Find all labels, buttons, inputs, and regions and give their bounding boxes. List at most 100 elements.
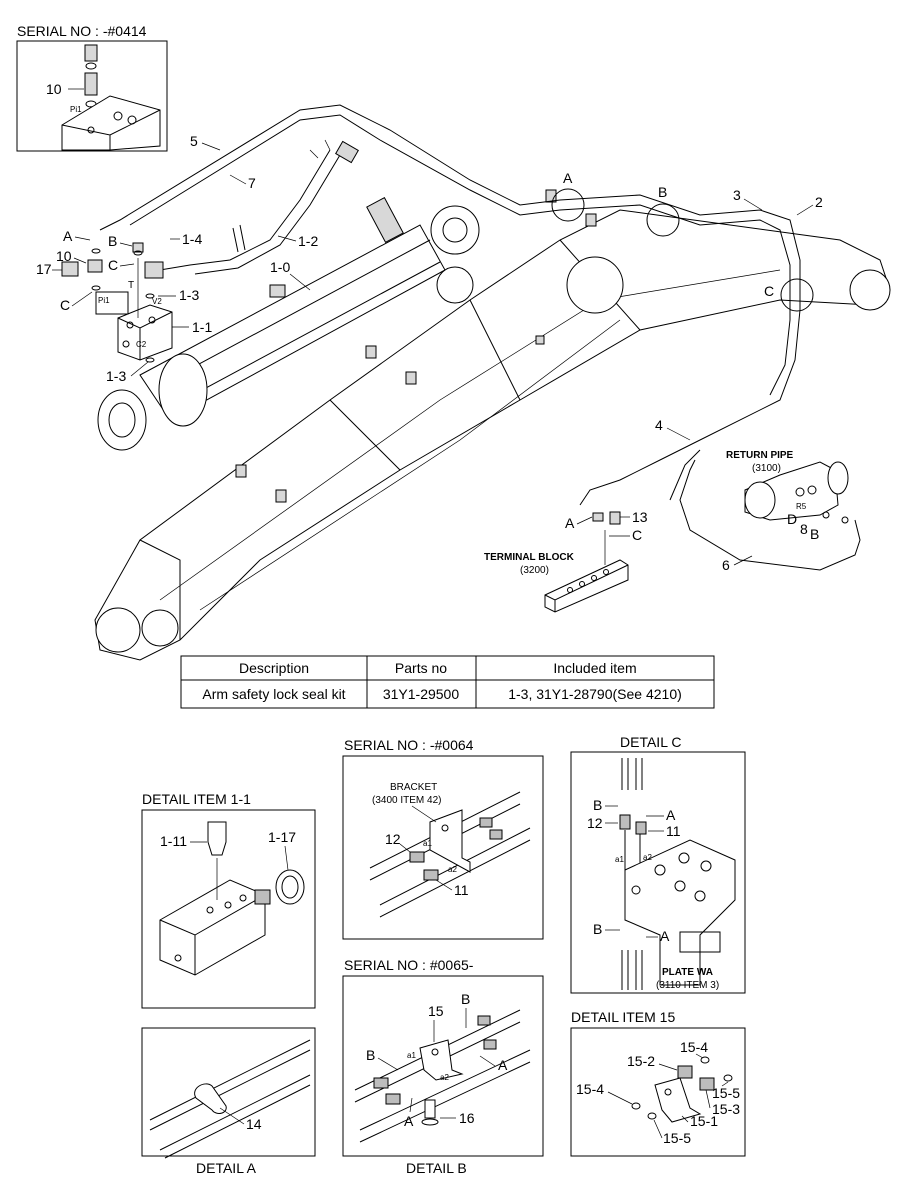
detail-item-1-1-header: DETAIL ITEM 1-1 (142, 791, 251, 807)
label-1-1: 1-1 (192, 319, 212, 335)
serial-0065-label-a1: a1 (407, 1051, 416, 1060)
pipe-7 (129, 114, 791, 396)
serial-0065-label-b-top: B (461, 991, 470, 1007)
detail-a: 14 DETAIL A (141, 1027, 316, 1176)
boom-outline (94, 209, 891, 661)
bracket-15 (419, 1039, 464, 1081)
part-1-17-ring (275, 869, 305, 905)
main-labels: 5 7 1-2 1-0 1-4 1-3 1-1 1-3 A B C C 10 1… (36, 133, 823, 576)
detail-item-15: DETAIL ITEM 15 15-4 15-2 15-4 15-5 15-3 … (570, 1009, 746, 1157)
detail-15-label-15-2: 15-2 (627, 1053, 655, 1069)
detail-a-label-14: 14 (246, 1116, 262, 1132)
label-4: 4 (655, 417, 663, 433)
terminal-block (544, 511, 629, 613)
label-1-3-upper: 1-3 (179, 287, 199, 303)
table-header-description: Description (239, 660, 309, 676)
serial-0064-label-a2: a2 (448, 865, 457, 874)
pipe-6 (679, 459, 861, 571)
part-1-11-plug (207, 821, 227, 856)
detail-c-label-11: 11 (666, 823, 681, 839)
detail-c-label-a-top: A (666, 807, 676, 823)
label-13: 13 (632, 509, 648, 525)
serial-0064-detail: SERIAL NO : -#0064 BRACKET (3400 ITEM 42… (342, 737, 544, 940)
parts-table: Description Parts no Included item Arm s… (180, 655, 715, 709)
label-b-valve: B (108, 233, 117, 249)
detail-c-label-a2: a2 (643, 853, 652, 862)
serial-0064-label-11: 11 (454, 882, 469, 898)
label-5: 5 (190, 133, 198, 149)
detail-15-label-15-5-bottom: 15-5 (663, 1130, 691, 1146)
label-2: 2 (815, 194, 823, 210)
detail-c-label-a-bottom: A (660, 928, 670, 944)
serial-0064-frame (342, 755, 544, 940)
hydraulic-pipes (99, 104, 861, 571)
inset-serial-0414: SERIAL NO : -#0414 10 Pi1 (16, 23, 168, 152)
detail-c-label-a1: a1 (615, 855, 624, 864)
plate-wa-label: PLATE WA (662, 967, 713, 978)
serial-0064-label-12: 12 (385, 831, 401, 847)
return-pipe (744, 461, 849, 524)
table-cell-included-item: 1-3, 31Y1-28790(See 4210) (508, 686, 682, 702)
serial-0065-detail: SERIAL NO : #0065- 15 B B A A 16 a1 a2 (342, 957, 544, 1157)
detail-c-frame (570, 751, 746, 994)
inset-0414-frame (16, 40, 168, 152)
label-1-2: 1-2 (298, 233, 318, 249)
serial-0414-header: SERIAL NO : -#0414 (17, 23, 147, 39)
callout-circle-b (646, 203, 680, 237)
cylinder-head-flange (158, 353, 208, 427)
detail-item-1-1: DETAIL ITEM 1-1 1-11 1-17 (141, 791, 316, 1009)
detail-a-frame (141, 1027, 316, 1157)
detail-c-label-b-top: B (593, 797, 602, 813)
label-c-lower: C (60, 297, 70, 313)
terminal-block-label: TERMINAL BLOCK (484, 552, 575, 563)
boom-cylinder (97, 196, 480, 451)
callout-circle-a (551, 188, 585, 222)
label-t: T (128, 280, 134, 291)
label-8: 8 (800, 521, 808, 537)
table-cell-description: Arm safety lock seal kit (202, 686, 345, 702)
detail-15-label-15-3: 15-3 (712, 1101, 740, 1117)
inset-0414-label-pi1: Pi1 (70, 105, 82, 114)
label-7: 7 (248, 175, 256, 191)
serial-0065-label-a-bottom: A (404, 1113, 414, 1129)
boom-nose-pin (849, 269, 891, 311)
serial-0065-header: SERIAL NO : #0065- (344, 957, 474, 973)
boom-clamps (235, 189, 597, 503)
detail-c-label-b-bottom: B (593, 921, 602, 937)
detail-15-label-15-4-top: 15-4 (680, 1039, 708, 1055)
label-6: 6 (722, 557, 730, 573)
detail-c-label-12: 12 (587, 815, 603, 831)
bracket-3400 (429, 809, 471, 873)
return-pipe-number: (3100) (752, 463, 781, 474)
callout-label-b: B (658, 184, 667, 200)
detail-1-1-label-1-11: 1-11 (160, 833, 187, 849)
cylinder-tube (139, 224, 446, 421)
boom-center-boss (566, 256, 624, 314)
callout-label-c: C (764, 283, 774, 299)
callout-circle-c (780, 278, 814, 312)
bracket-label: BRACKET (390, 782, 437, 793)
boom-assembly (94, 189, 891, 661)
detail-c: DETAIL C B A 12 11 B A a1 a2 PLATE WA (3… (570, 734, 746, 994)
table-header-included-item: Included item (553, 660, 636, 676)
label-a-terminal: A (565, 515, 575, 531)
detail-a-header: DETAIL A (196, 1160, 257, 1176)
label-c2: C2 (136, 340, 147, 349)
serial-0065-label-16: 16 (459, 1110, 475, 1126)
pipe-1-2 (159, 149, 331, 271)
label-1-4: 1-4 (182, 231, 202, 247)
pipe-clamp-14 (194, 1083, 227, 1114)
table-cell-parts-no: 31Y1-29500 (383, 686, 460, 702)
detail-15-label-15-4-left: 15-4 (576, 1081, 604, 1097)
label-10: 10 (56, 248, 72, 264)
serial-0064-header: SERIAL NO : -#0064 (344, 737, 474, 753)
detail-item-15-header: DETAIL ITEM 15 (571, 1009, 675, 1025)
label-v2: V2 (152, 297, 162, 306)
callout-label-a: A (563, 170, 573, 186)
serial-0065-label-15: 15 (428, 1003, 444, 1019)
terminal-block-number: (3200) (520, 565, 549, 576)
label-c-valve: C (108, 257, 118, 273)
safety-valve-block (61, 242, 173, 363)
label-c-terminal: C (632, 527, 642, 543)
